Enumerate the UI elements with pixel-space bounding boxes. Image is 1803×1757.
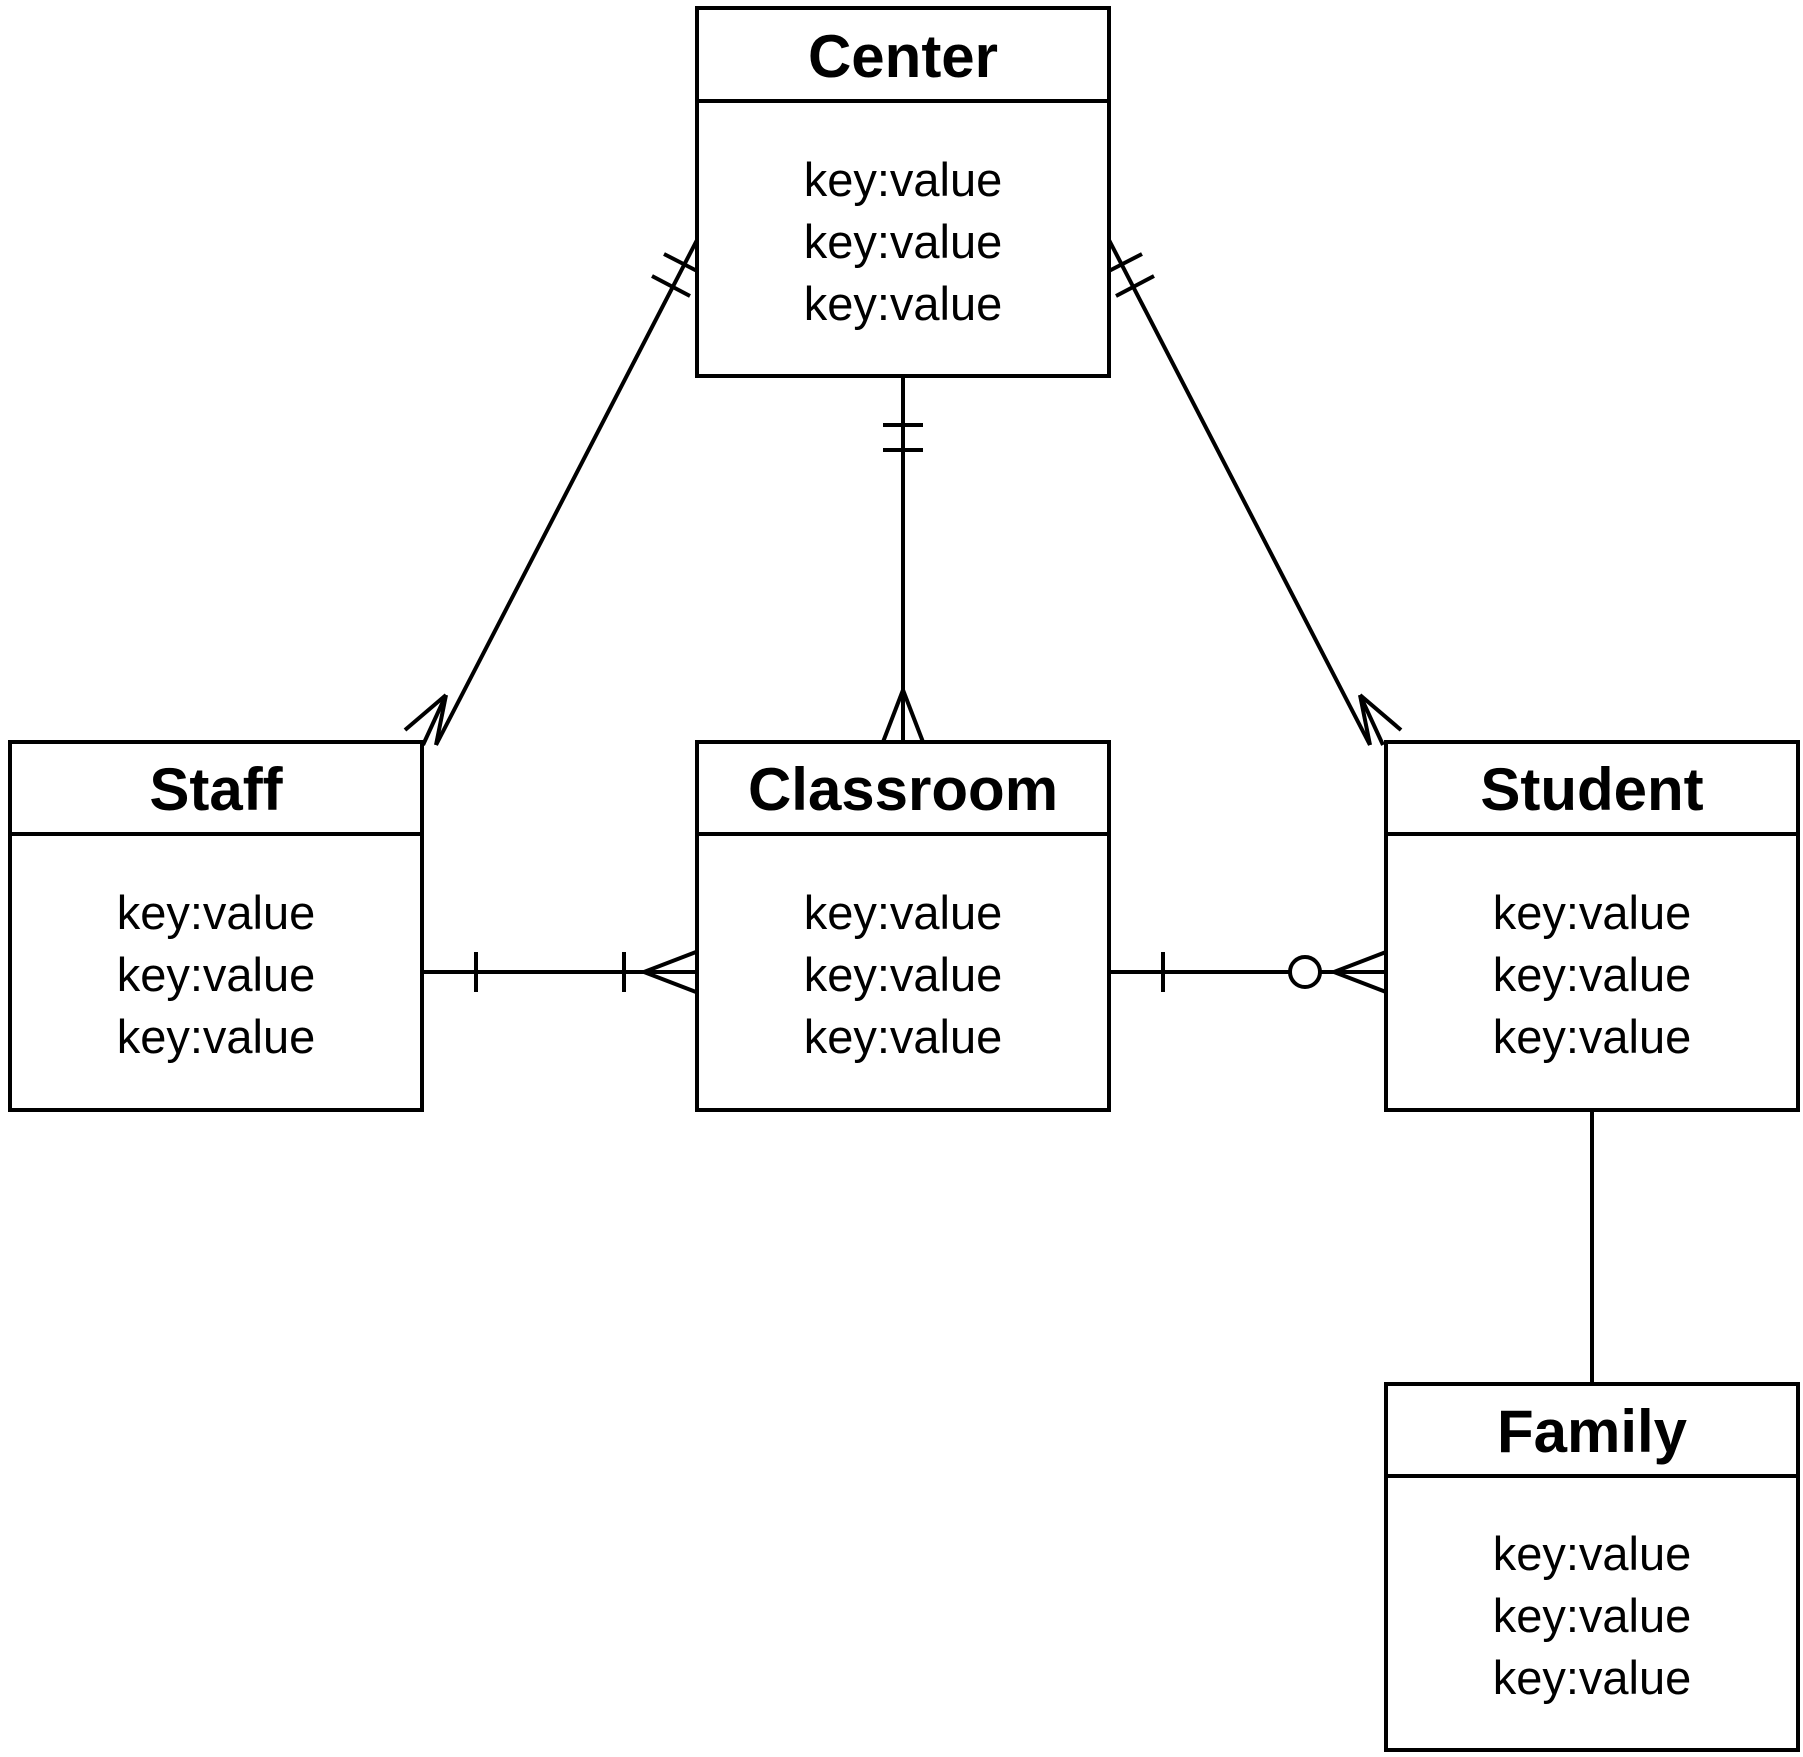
entity-attribute: key:value	[1493, 1651, 1692, 1704]
entity-center: Center key:value key:value key:value	[695, 6, 1111, 378]
entity-classroom: Classroom key:value key:value key:value	[695, 740, 1111, 1112]
entity-attribute: key:value	[117, 1010, 316, 1063]
relationship-center-classroom	[881, 376, 925, 743]
relationship-classroom-student	[1110, 950, 1387, 994]
relationship-center-staff	[403, 239, 702, 746]
entity-title: Family	[1497, 1398, 1688, 1465]
entity-attribute: key:value	[1493, 1527, 1692, 1580]
entity-title: Student	[1480, 756, 1703, 823]
entity-title: Staff	[149, 756, 283, 823]
entity-attribute: key:value	[1493, 1010, 1692, 1063]
entity-attribute: key:value	[804, 153, 1003, 206]
entity-title: Classroom	[748, 756, 1058, 823]
entity-attribute: key:value	[1493, 948, 1692, 1001]
entity-attribute: key:value	[804, 886, 1003, 939]
entity-attribute: key:value	[117, 886, 316, 939]
entity-staff: Staff key:value key:value key:value	[8, 740, 424, 1112]
entity-attribute: key:value	[804, 277, 1003, 330]
entity-attribute: key:value	[117, 948, 316, 1001]
entity-family: Family key:value key:value key:value	[1384, 1382, 1800, 1752]
entity-title: Center	[808, 23, 998, 90]
entity-attribute: key:value	[804, 948, 1003, 1001]
relationship-staff-classroom	[424, 950, 697, 994]
relationship-center-student	[1104, 239, 1403, 746]
entity-attribute: key:value	[1493, 1589, 1692, 1642]
entity-attribute: key:value	[804, 215, 1003, 268]
entity-student: Student key:value key:value key:value	[1384, 740, 1800, 1112]
entity-attribute: key:value	[804, 1010, 1003, 1063]
entity-attribute: key:value	[1493, 886, 1692, 939]
